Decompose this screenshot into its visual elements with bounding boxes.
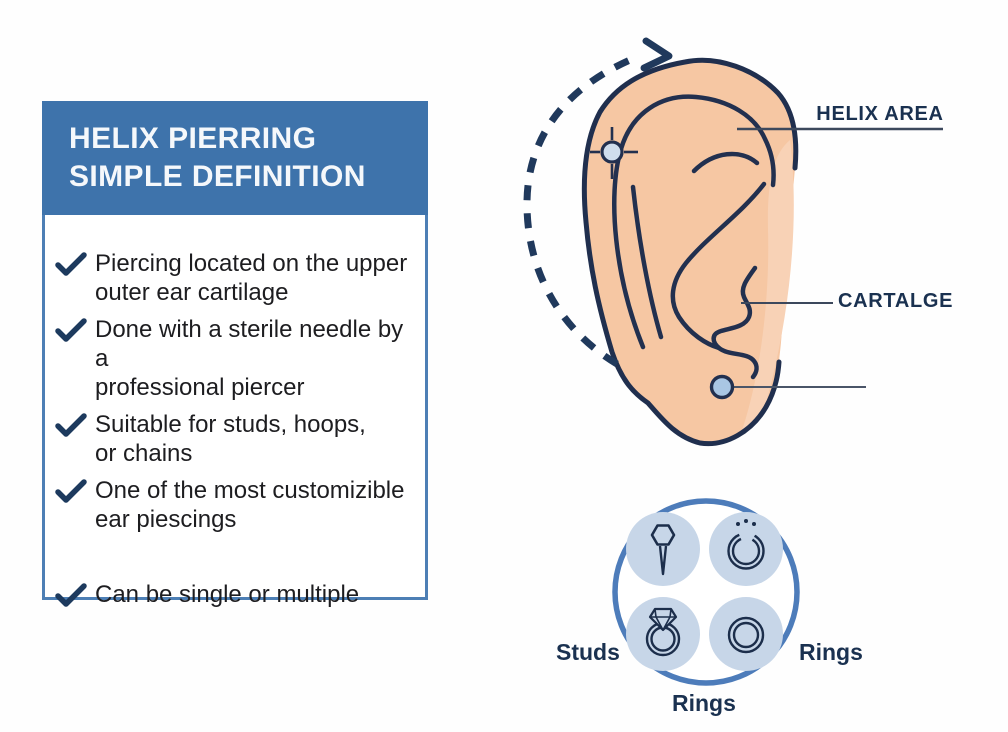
chip-stud [626,512,700,586]
jewelry-diagram [612,498,800,686]
ear-shade [740,140,794,436]
list-item-text: Done with a sterile needle by a professi… [95,315,421,402]
list-item: One of the most customizible ear piescin… [55,476,421,534]
helix-area-label: HELIX AREA [816,103,944,125]
scapha-line [691,151,760,174]
tragus-line [711,265,759,380]
list-item: Suitable for studs, hoops, or chains [55,410,421,468]
check-icon [55,413,87,437]
dashed-arc [523,56,632,368]
list-item: Can be single or multiple [55,580,421,609]
check-icon [55,252,87,276]
list-item-line: or chains [95,440,193,467]
arrowhead-icon [640,37,673,72]
list-item-text: Suitable for studs, hoops, or chains [95,410,366,468]
list-item-line: ear piescings [95,506,237,533]
definition-card: HELIX PIERRING SIMPLE DEFINITION Piercin… [42,101,428,608]
card-title-line1: HELIX PIERRING [69,122,317,155]
chip-ring [709,597,783,671]
antihelix-line [670,181,767,351]
list-item-line: One of the most customizible [95,477,405,504]
list-item-text: Can be single or multiple [95,580,359,609]
chip-diamond-ring [626,597,700,671]
inner-fold-line [630,184,664,340]
check-icon [55,318,87,342]
lobe-stud-icon [709,374,735,400]
ear-outline [581,57,799,447]
stud-pin-icon [650,524,676,576]
check-icon [55,479,87,503]
open-hoop-icon [727,519,765,570]
inner-helix-line [612,94,776,350]
plain-ring-icon [727,616,765,654]
definition-list: Piercing located on the upper outer ear … [42,215,428,608]
rings-bottom-label: Rings [672,690,736,716]
piercing-marker-icon [590,127,638,179]
list-item-line: Done with a sterile needle by a [95,316,404,372]
list-item-text: One of the most customizible ear piescin… [95,476,404,534]
diamond-ring-icon [645,607,681,657]
ear-diagram [523,37,943,447]
rings-right-label: Rings [799,639,863,665]
list-item-line: outer ear cartilage [95,279,289,306]
list-item-text: Piercing located on the upper outer ear … [95,249,407,307]
card-title-line2: SIMPLE DEFINITION [69,160,366,193]
card-header: HELIX PIERRING SIMPLE DEFINITION [42,101,428,215]
check-icon [55,583,87,607]
studs-label: Studs [556,639,620,665]
list-item-line: professional piercer [95,374,305,401]
list-item-line: Can be single or multiple [95,581,360,608]
list-item-line: Piercing located on the upper [95,250,408,277]
cartilage-label: CARTALGE [838,290,954,312]
list-item: Done with a sterile needle by a professi… [55,315,421,402]
list-item: Piercing located on the upper outer ear … [55,249,421,307]
list-item-line: Suitable for studs, hoops, [95,411,366,438]
